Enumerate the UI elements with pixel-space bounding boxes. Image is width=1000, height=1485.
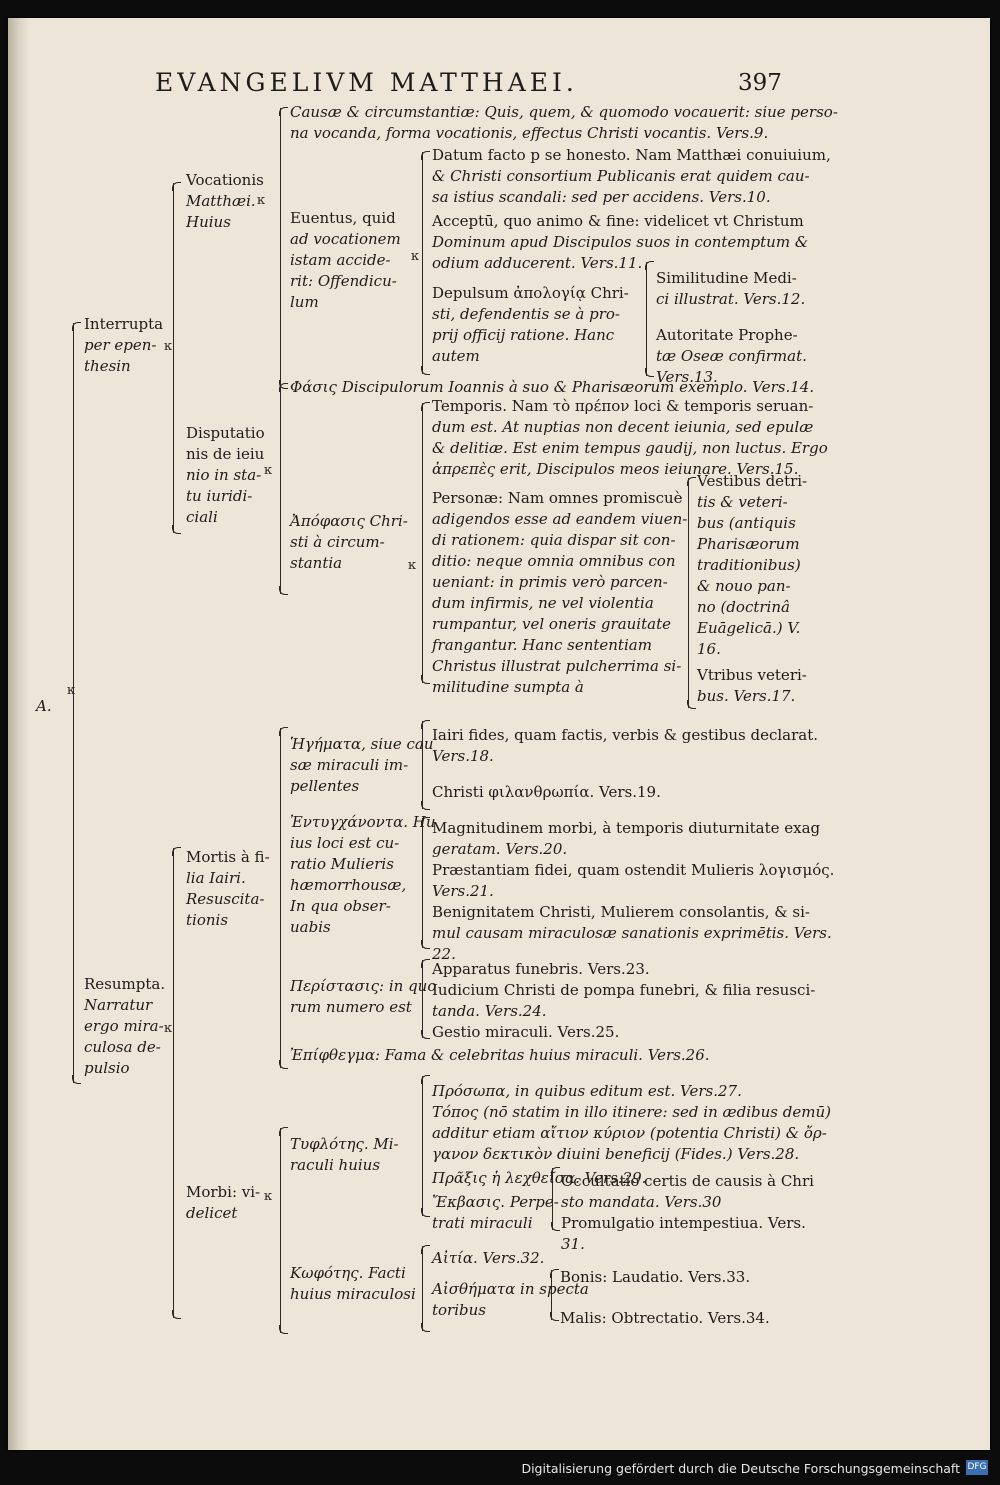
page-number: 397 <box>738 70 782 96</box>
bracket-peristasis <box>421 959 431 1039</box>
bracket-morbi <box>279 1127 289 1334</box>
bracket-interrupta <box>172 182 182 534</box>
book-page: EVANGELIVM MATTHAEI. 397 ĸ A. ĸ ĸ ĸ ĸ ĸ … <box>8 18 990 1450</box>
bracket-hegemata <box>421 720 431 810</box>
bracket-entynchanonta <box>421 817 431 949</box>
bracket-personae <box>687 477 697 709</box>
bracket-vocationis <box>279 107 289 389</box>
bracket-apophasis <box>421 402 431 684</box>
bracket-exodos <box>551 1167 561 1231</box>
malis-text: Malis: Obtrectatio. Vers.34. <box>560 1309 770 1327</box>
gestio-text: Gestio miraculi. Vers.25. <box>432 1023 620 1041</box>
bracket-mortis <box>279 727 289 1069</box>
phasis-text: Φάσις Discipulorum Ioannis à suo & Phari… <box>290 378 815 396</box>
bracket-typhlotes <box>421 1075 431 1217</box>
bracket-aisthemata <box>550 1269 560 1321</box>
bracket-depulsum <box>645 261 655 377</box>
root-label: A. <box>36 697 52 715</box>
bracket-kophotes <box>421 1245 431 1332</box>
bracket-resumpta <box>172 847 182 1319</box>
page-gutter <box>8 18 30 1450</box>
christi-text: Christi φιλανθρωπία. Vers.19. <box>432 783 661 801</box>
aitia-text: Αἰτία. Vers.32. <box>432 1249 545 1267</box>
epiphonema-text: Ἐπίφθεγμα: Fama & celebritas huius mirac… <box>290 1046 710 1064</box>
running-title: EVANGELIVM MATTHAEI. <box>155 68 578 97</box>
dfg-logo: DFG <box>966 1460 988 1475</box>
bracket-root <box>72 322 82 1084</box>
praxis-text: Πρᾶξις ἡ λεχθεῖσα. Vers.29. <box>432 1169 647 1187</box>
digitization-credit: Digitalisierung gefördert durch die Deut… <box>521 1461 960 1476</box>
prosopa-text: Πρόσωπα, in quibus editum est. Vers.27. <box>432 1082 742 1100</box>
apparatus-text: Apparatus funebris. Vers.23. <box>432 960 650 978</box>
bonis-text: Bonis: Laudatio. Vers.33. <box>560 1268 751 1286</box>
bracket-eventus <box>421 151 431 375</box>
bracket-disputatio <box>279 383 289 595</box>
